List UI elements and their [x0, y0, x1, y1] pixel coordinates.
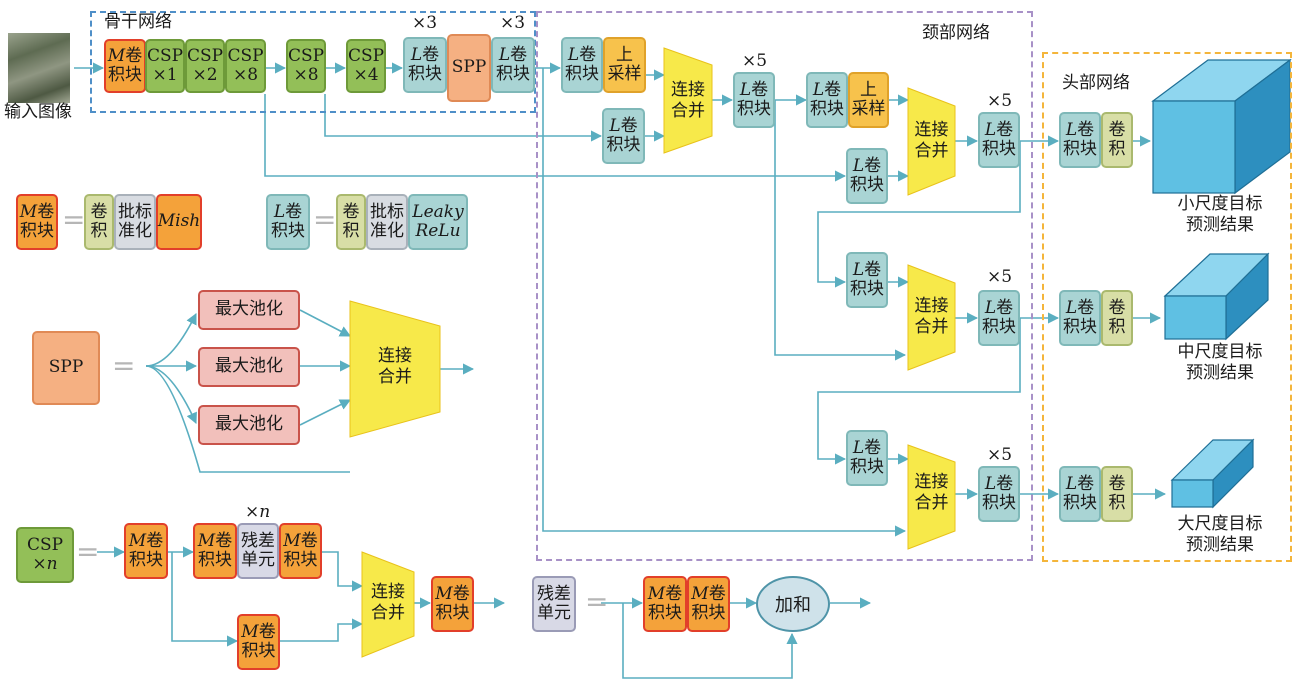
l-conv-block: L卷积块: [491, 37, 535, 93]
m-conv-block: M卷积块: [687, 576, 730, 632]
l-conv-block: L卷积块: [978, 466, 1020, 522]
output-small-label: 小尺度目标预测结果: [1150, 194, 1290, 237]
l-conv-block: L卷积块: [733, 72, 775, 128]
legend-conv-block: 卷积: [84, 194, 114, 250]
equals-sign: =: [112, 352, 135, 380]
neck-title: 颈部网络: [922, 24, 990, 43]
csp-x4-block: CSP×4: [346, 39, 386, 93]
multiplier-x5-3: ×5: [987, 268, 1012, 287]
output-medium-label: 中尺度目标预测结果: [1150, 342, 1290, 385]
l-conv-block: L卷积块: [1059, 290, 1101, 346]
conv-block: 卷积: [1101, 112, 1133, 168]
spp-block: SPP: [447, 34, 491, 102]
input-image-thumbnail: [8, 33, 70, 103]
legend-l-conv-block: L卷积块: [266, 194, 310, 250]
l-conv-block: L卷积块: [1059, 466, 1101, 522]
l-conv-block: L卷积块: [1059, 112, 1101, 168]
csp-x2-block: CSP×2: [185, 39, 225, 93]
multiplier-x5-1: ×5: [742, 52, 767, 71]
legend-spp-block: SPP: [32, 331, 100, 405]
concat-label-2: 连接合并: [908, 120, 955, 163]
backbone-title: 骨干网络: [104, 13, 172, 32]
l-conv-block: L卷积块: [806, 72, 848, 128]
m-conv-block: M卷积块: [279, 523, 322, 579]
concat-label-legend: 连接合并: [350, 346, 440, 389]
input-image-label: 输入图像: [4, 103, 72, 122]
l-conv-block: L卷积块: [602, 108, 645, 164]
neck-section: [536, 11, 1033, 561]
csp-x8-block: CSP×8: [225, 39, 266, 93]
csp-x1-block: CSP×1: [145, 39, 185, 93]
m-conv-block: M卷积块: [237, 614, 280, 670]
legend-csp-n-block: CSP×n: [16, 527, 74, 583]
maxpool-block: 最大池化: [198, 290, 300, 330]
l-conv-block: L卷积块: [846, 430, 888, 486]
m-conv-block: M卷积块: [193, 523, 237, 579]
upsample-block: 上采样: [848, 72, 889, 128]
concat-label-csp: 连接合并: [362, 582, 414, 625]
conv-block: 卷积: [1101, 466, 1133, 522]
multiplier-xn: ×n: [245, 503, 270, 522]
m-conv-block: M卷积块: [643, 576, 687, 632]
output-large-label: 大尺度目标预测结果: [1150, 514, 1290, 557]
multiplier-x5-2: ×5: [987, 92, 1012, 111]
concat-label-3: 连接合并: [908, 296, 955, 339]
l-conv-block: L卷积块: [561, 37, 603, 93]
add-node: 加和: [756, 576, 830, 632]
equals-sign: =: [585, 588, 608, 616]
m-conv-block: M卷积块: [431, 576, 474, 632]
maxpool-block: 最大池化: [198, 347, 300, 387]
head-title: 头部网络: [1062, 74, 1130, 93]
csp-x8-block-2: CSP×8: [286, 39, 326, 93]
residual-unit-block: 残差单元: [237, 523, 279, 579]
l-conv-block: L卷积块: [978, 290, 1020, 346]
legend-residual-unit-block: 残差单元: [532, 576, 576, 632]
upsample-block: 上采样: [603, 37, 646, 93]
legend-mish-block: Mish: [156, 194, 202, 250]
equals-sign: =: [62, 206, 85, 234]
l-conv-block: L卷积块: [846, 252, 888, 308]
multiplier-x3-1: ×3: [412, 14, 437, 33]
l-conv-block: L卷积块: [403, 37, 447, 93]
maxpool-block: 最大池化: [198, 405, 300, 445]
concat-label-4: 连接合并: [908, 472, 955, 515]
legend-conv-block: 卷积: [336, 194, 366, 250]
m-conv-block: M卷积块: [104, 39, 146, 93]
equals-sign: =: [313, 206, 336, 234]
multiplier-x5-4: ×5: [987, 446, 1012, 465]
m-conv-block: M卷积块: [124, 523, 168, 579]
l-conv-block: L卷积块: [846, 148, 888, 204]
conv-block: 卷积: [1101, 290, 1133, 346]
legend-bn-block: 批标准化: [114, 194, 156, 250]
l-conv-block: L卷积块: [978, 112, 1020, 168]
legend-bn-block: 批标准化: [366, 194, 408, 250]
multiplier-x3-2: ×3: [500, 14, 525, 33]
concat-label-1: 连接合并: [664, 80, 712, 123]
legend-m-conv-block: M卷积块: [16, 194, 58, 250]
equals-sign: =: [76, 538, 99, 566]
